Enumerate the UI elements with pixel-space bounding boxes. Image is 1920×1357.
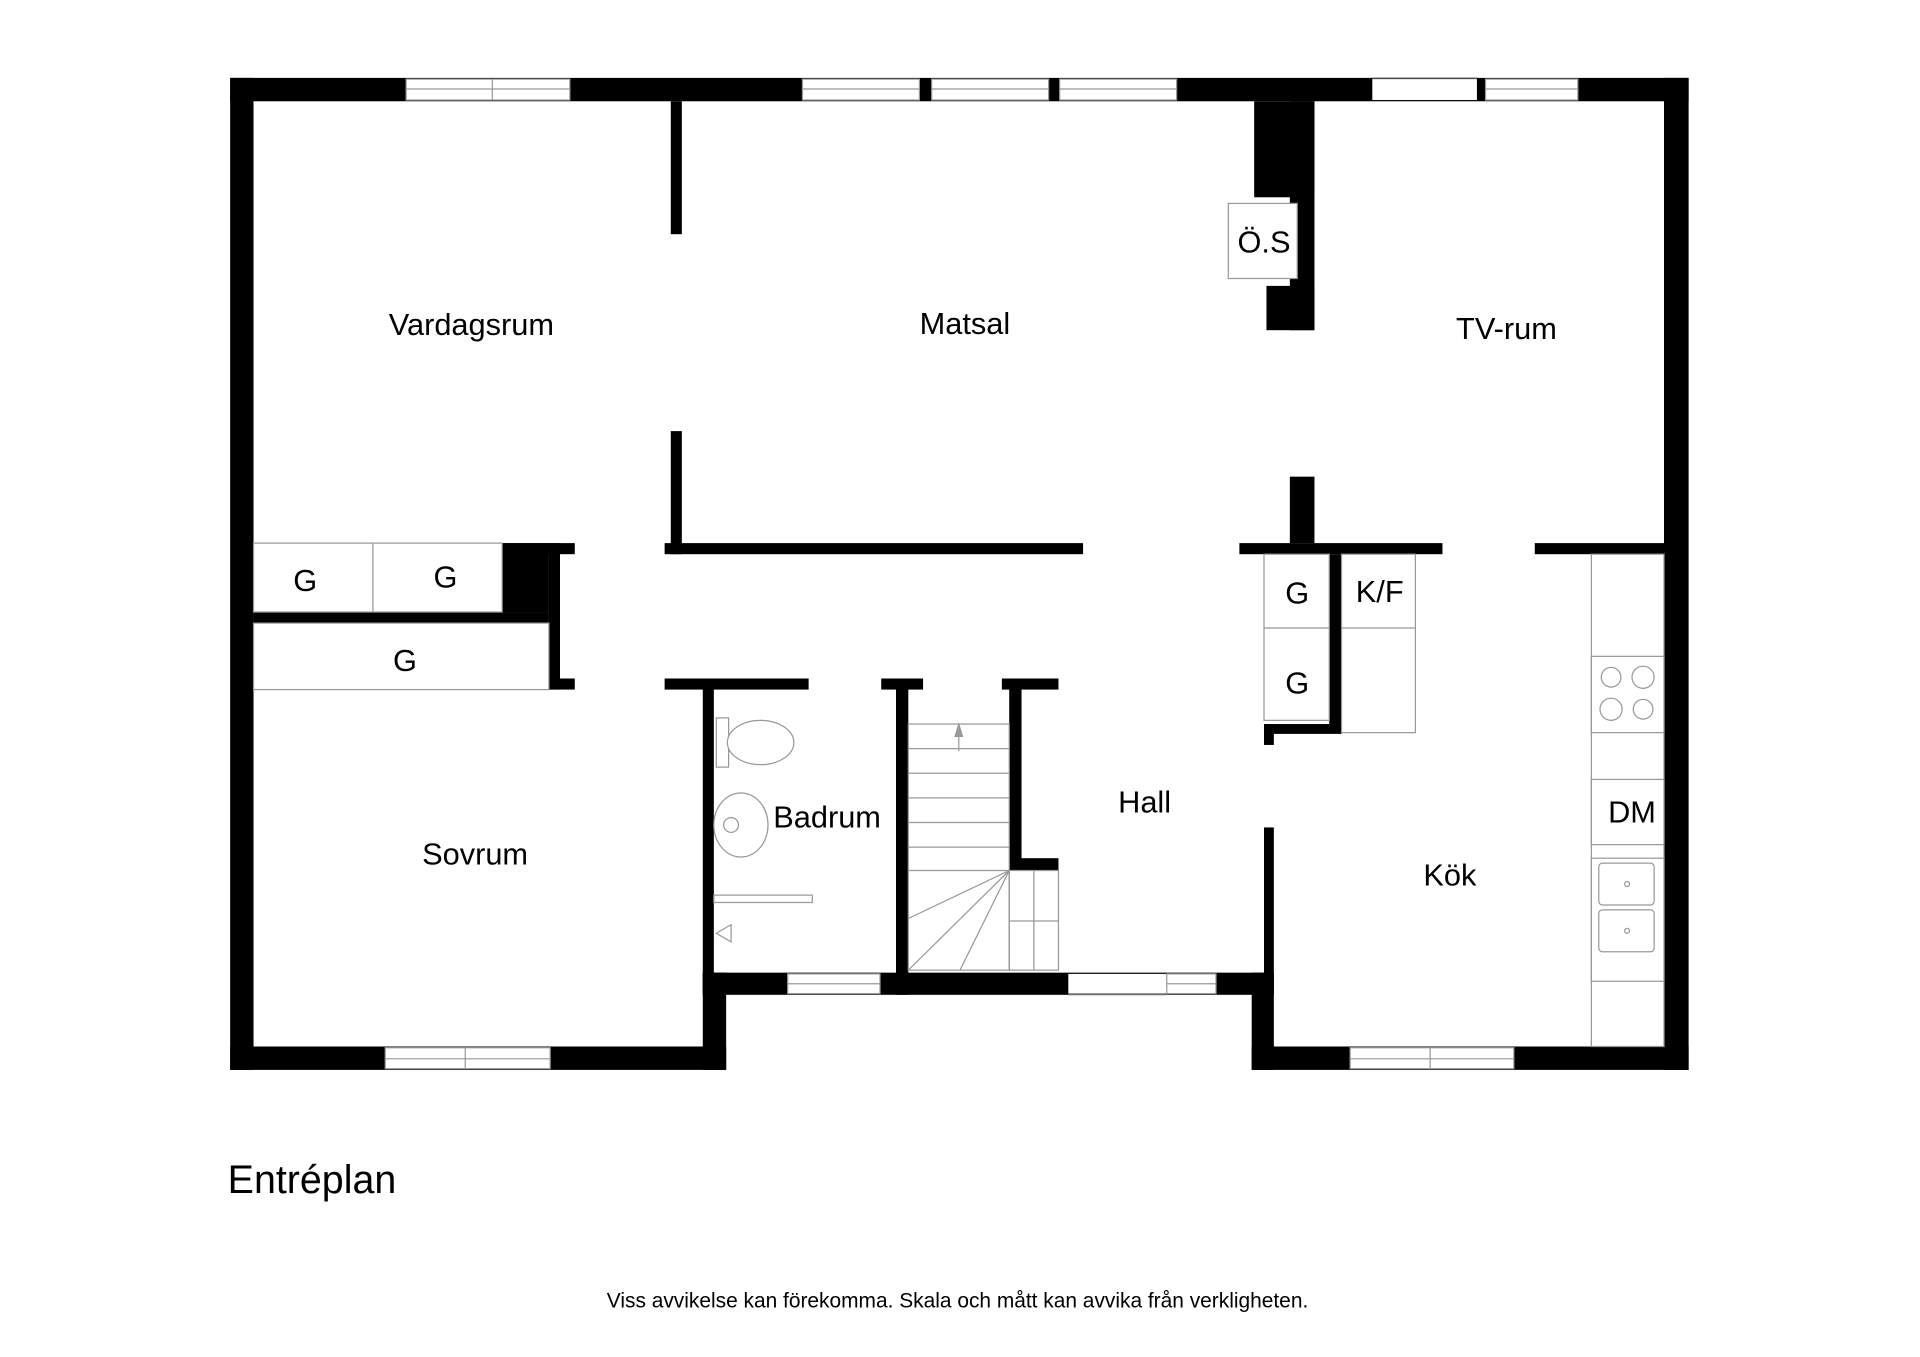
fixtures — [252, 202, 1665, 1048]
kitchen-counter — [1590, 553, 1665, 1048]
bathroom-fixtures — [713, 717, 813, 943]
fridge-freezer-label: K/F — [1356, 574, 1404, 609]
floor-title: Entréplan — [228, 1158, 397, 1202]
room-label-kok: Kök — [1423, 857, 1477, 892]
closet-label: G — [293, 563, 317, 598]
closet-label: G — [393, 643, 417, 678]
room-label-tv-rum: TV-rum — [1456, 311, 1557, 346]
closet-label: G — [1285, 665, 1309, 700]
room-label-vardagsrum: Vardagsrum — [389, 307, 554, 342]
windows — [384, 77, 1579, 1070]
room-label-sovrum: Sovrum — [422, 836, 528, 871]
closet-label: G — [1285, 575, 1309, 610]
dishwasher-label: DM — [1608, 795, 1656, 830]
room-label-matsal: Matsal — [920, 306, 1011, 341]
room-label-hall: Hall — [1118, 785, 1171, 820]
fireplace-label: Ö.S — [1238, 225, 1291, 260]
interior-walls — [253, 101, 1664, 995]
disclaimer: Viss avvikelse kan förekomma. Skala och … — [607, 1289, 1308, 1312]
room-label-badrum: Badrum — [773, 799, 881, 834]
staircase — [907, 721, 1060, 971]
closet-label: G — [434, 559, 458, 594]
